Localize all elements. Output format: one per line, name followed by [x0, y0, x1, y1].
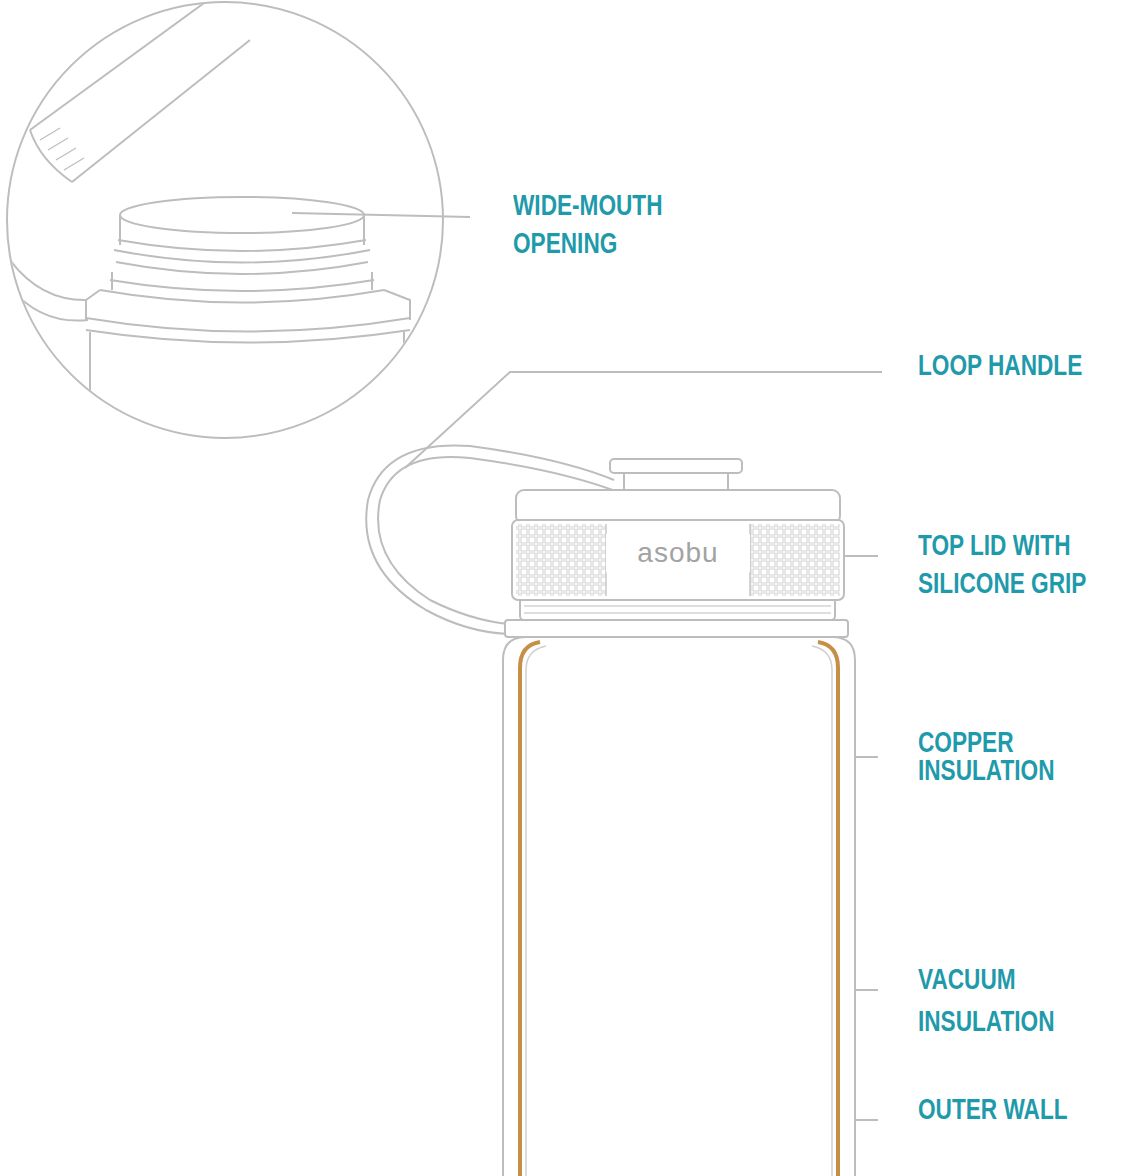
part-label: TOP LID WITH SILICONE GRIP	[918, 526, 1125, 602]
brand-logo: asobu	[606, 534, 750, 572]
leader-line	[405, 372, 882, 468]
part-label: OUTER WALL	[918, 1090, 1125, 1128]
part-label: LOOP HANDLE	[918, 346, 1125, 384]
neck-detail	[8, 0, 410, 440]
bottle	[366, 445, 855, 1176]
part-label: COPPER INSULATION	[918, 728, 1125, 784]
leader-line	[292, 213, 470, 217]
detail-circle	[7, 2, 443, 438]
part-label: VACUUM INSULATION	[918, 958, 1125, 1042]
leader-line	[856, 1119, 878, 1121]
part-label: WIDE-MOUTH OPENING	[513, 186, 720, 262]
copper-layer	[520, 642, 838, 1176]
